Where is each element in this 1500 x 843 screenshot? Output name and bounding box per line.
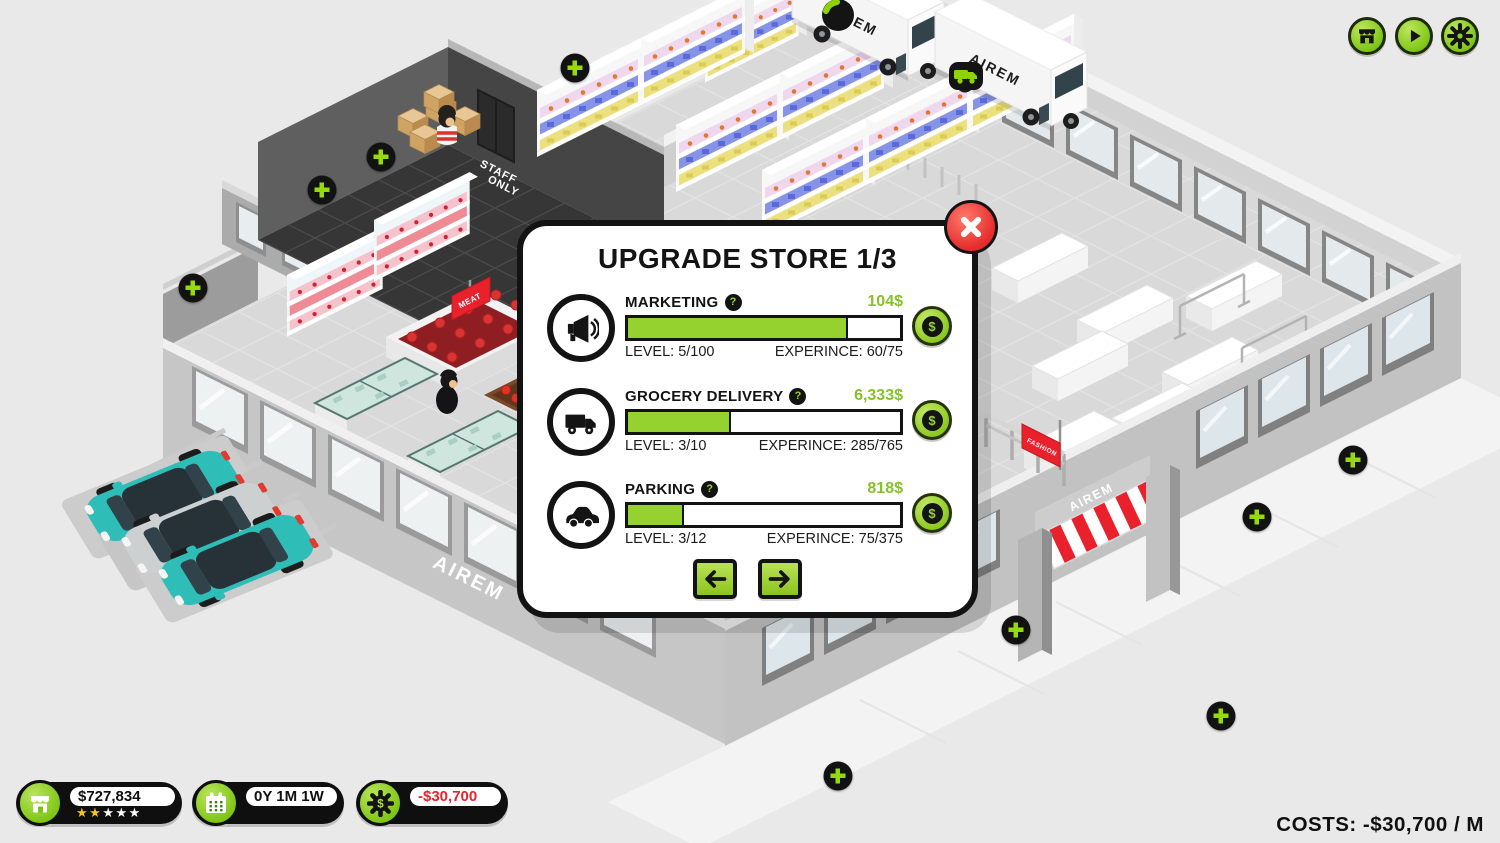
star-icon: ★ [76, 805, 90, 820]
star-icon: ★ [128, 805, 142, 820]
upgrade-name: GROCERY DELIVERY [625, 387, 784, 405]
truck-delivery-icon [949, 62, 983, 90]
help-icon[interactable]: ? [724, 293, 742, 311]
experience-label: EXPERINCE: 285/765 [758, 438, 903, 454]
prev-page-button[interactable] [693, 559, 737, 599]
progress-bar [625, 315, 903, 341]
dollar-coin-icon: $ [921, 315, 943, 337]
next-page-button[interactable] [758, 559, 802, 599]
close-button[interactable] [944, 200, 998, 254]
costs-value: -$30,700 [418, 788, 478, 805]
arrow-left-icon [705, 570, 727, 588]
upgrade-store-dialog: UPGRADE STORE 1/3 MARKETING ? 104$ LEVEL… [517, 200, 998, 618]
megaphone-icon [547, 294, 615, 362]
play-icon [1410, 29, 1421, 43]
store-icon [17, 780, 63, 826]
store-rating: ★★★★★ [76, 805, 142, 821]
upgrade-name: PARKING [625, 480, 696, 498]
monthly-costs-label: COSTS: -$30,700 / M [1276, 813, 1484, 836]
expand-plot-button[interactable] [1338, 445, 1368, 475]
buy-upgrade-button[interactable]: $ [912, 306, 952, 346]
meat-flag [451, 276, 491, 321]
star-icon: ★ [89, 805, 103, 820]
expand-plot-button[interactable] [560, 53, 590, 83]
truck-icon [547, 388, 615, 456]
level-label: LEVEL: 3/10 [625, 438, 707, 454]
svg-text:$: $ [377, 798, 384, 810]
expand-plot-button[interactable] [307, 175, 337, 205]
upgrade-price: 818$ [867, 480, 903, 497]
buy-upgrade-button[interactable]: $ [912, 493, 952, 533]
upgrade-row-grocery-delivery: GROCERY DELIVERY ? 6,333$ LEVEL: 3/10 EX… [547, 386, 952, 456]
parking-lot [61, 427, 338, 623]
experience-label: EXPERINCE: 75/375 [766, 531, 903, 547]
buy-upgrade-button[interactable]: $ [912, 400, 952, 440]
gear-icon [1447, 23, 1473, 49]
shopper [436, 369, 458, 414]
shop-icon [1359, 29, 1375, 44]
upgrade-name: MARKETING [625, 293, 719, 311]
upgrade-row-parking: PARKING ? 818$ LEVEL: 3/12 EXPERINCE: 75… [547, 479, 952, 549]
settings-button[interactable] [1441, 17, 1479, 55]
staff-worker [437, 105, 457, 145]
progress-fill [628, 318, 848, 338]
arrow-right-icon [768, 570, 790, 588]
help-icon[interactable]: ? [789, 387, 807, 405]
upgrade-price: 6,333$ [854, 387, 903, 404]
expand-plot-button[interactable] [1242, 502, 1272, 532]
dollar-coin-icon: $ [921, 409, 943, 431]
stock-boxes [397, 84, 481, 155]
money-pill: $727,834 ★★★★★ [16, 780, 182, 826]
date-value: 0Y 1M 1W [254, 788, 324, 805]
upgrade-row-marketing: MARKETING ? 104$ LEVEL: 5/100 EXPERINCE:… [547, 292, 952, 362]
truck-status-icon [822, 0, 854, 31]
costs-pill: -$30,700 $ [356, 780, 508, 826]
progress-fill [628, 412, 731, 432]
expand-plot-button[interactable] [1206, 701, 1236, 731]
dialog-title: UPGRADE STORE 1/3 [598, 243, 897, 274]
help-icon[interactable]: ? [701, 480, 719, 498]
shop-button[interactable] [1348, 17, 1386, 55]
expenses-gear-icon: $ [357, 780, 403, 826]
level-label: LEVEL: 3/12 [625, 531, 707, 547]
upgrade-price: 104$ [867, 293, 903, 310]
experience-label: EXPERINCE: 60/75 [774, 344, 903, 360]
date-pill: 0Y 1M 1W [192, 780, 344, 826]
calendar-icon [193, 780, 239, 826]
level-label: LEVEL: 5/100 [625, 344, 715, 360]
star-icon: ★ [102, 805, 116, 820]
expand-plot-button[interactable] [823, 761, 853, 791]
progress-fill [628, 505, 685, 525]
pill-band [70, 787, 175, 806]
pill-band [246, 787, 337, 806]
store-entrance: FASHION AIREM [948, 412, 1180, 662]
progress-bar [625, 409, 903, 435]
star-icon: ★ [115, 805, 129, 820]
money-value: $727,834 [78, 788, 141, 805]
progress-bar [625, 502, 903, 528]
expand-plot-button[interactable] [178, 273, 208, 303]
play-button[interactable] [1395, 17, 1433, 55]
dollar-coin-icon: $ [921, 502, 943, 524]
pill-band [410, 787, 501, 806]
car-icon [547, 481, 615, 549]
expand-plot-button[interactable] [1001, 615, 1031, 645]
fashion-flag [1021, 423, 1061, 468]
sidewalk [608, 378, 1500, 843]
expand-plot-button[interactable] [366, 142, 396, 172]
